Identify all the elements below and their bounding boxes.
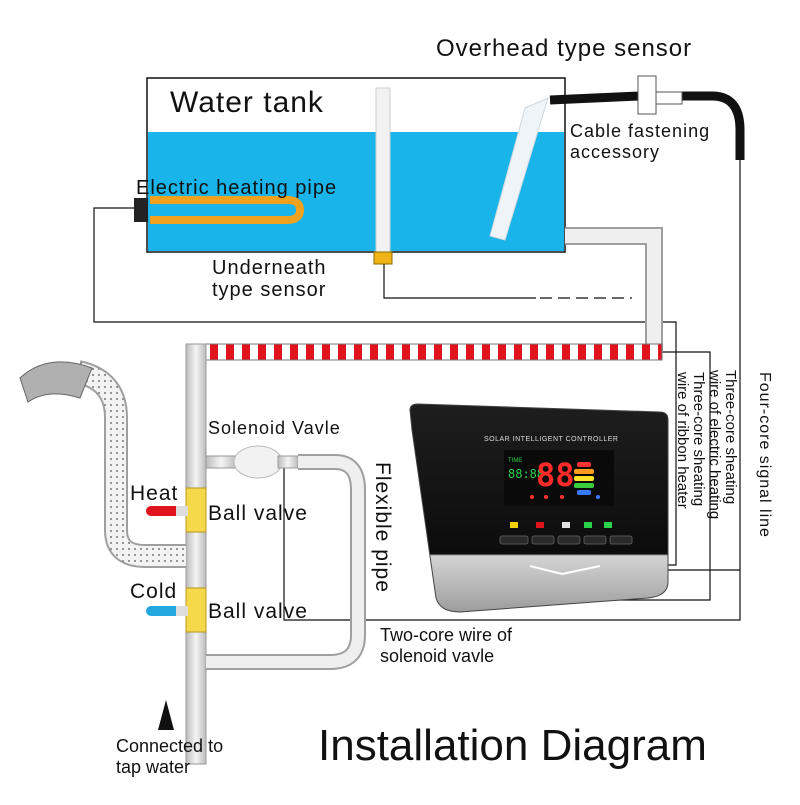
cold-ball-valve-label: Ball valve: [208, 600, 308, 623]
diagram-title: Installation Diagram: [318, 721, 707, 770]
indicator-icon: [544, 495, 548, 499]
water-tank-label: Water tank: [170, 86, 324, 119]
water-key-icon: [584, 522, 592, 528]
underneath-sensor-label-1: Underneath: [212, 257, 327, 279]
cold-label: Cold: [130, 580, 177, 603]
controller-display: [504, 450, 614, 506]
solenoid-inlet: [205, 455, 237, 469]
three-core-heating-label-2: wire of electric heating: [706, 369, 723, 519]
hot-valve-stem: [176, 506, 188, 516]
underneath-sensor: Underneath type sensor: [212, 87, 393, 301]
hot-ball-valve-label: Ball valve: [208, 502, 308, 525]
heating-plug: [134, 198, 148, 222]
flexible-pipe: [206, 456, 364, 668]
outlet-pipe-inner: [565, 229, 661, 352]
sensor-cable: [549, 91, 745, 160]
main-vertical-pipe: [185, 343, 207, 765]
display-time-label: TIME: [508, 458, 522, 464]
overhead-sensor: Overhead type sensor: [436, 35, 692, 241]
shower-hose: [75, 362, 186, 566]
two-core-label-2: solenoid vavle: [380, 646, 494, 666]
set-key-icon: [562, 522, 570, 528]
three-core-ribbon-label-1: Three-core sheating: [690, 372, 707, 506]
solenoid-valve: Solenoid Vavle: [205, 418, 341, 479]
hot-valve-body: [185, 487, 207, 533]
heating-element: [150, 196, 305, 224]
electric-heating-pipe: Electric heating pipe: [134, 177, 337, 224]
controller-button[interactable]: [557, 535, 581, 545]
indicator-icon: [596, 495, 600, 499]
fastener-body: [637, 75, 657, 115]
solenoid-body: [233, 445, 283, 479]
shower-head: [19, 360, 186, 568]
ribbon-heater: [195, 343, 663, 361]
indicator-icon: [530, 495, 534, 499]
solenoid-outlet: [277, 455, 299, 469]
two-core-label-1: Two-core wire of: [380, 625, 513, 645]
function-key-icon: [510, 522, 518, 528]
solar-controller: SOLAR INTELLIGENT CONTROLLER TIME 88:88 …: [409, 403, 669, 613]
flexible-pipe-outer: [206, 454, 366, 670]
gauge-bar: [574, 469, 594, 474]
three-core-ribbon-label-2: wire of ribbon heater: [674, 371, 691, 509]
gauge-bar: [577, 462, 591, 467]
ribbon-heater-pipe: [195, 343, 663, 361]
temp-key-icon: [604, 522, 612, 528]
cold-valve-body: [185, 587, 207, 633]
controller-button[interactable]: [583, 535, 607, 545]
cold-ball-valve: Cold Ball valve: [130, 580, 308, 623]
heat-label: Heat: [130, 482, 178, 505]
up-arrow-icon: [158, 700, 174, 730]
tank-level-gauge-icon: [574, 462, 594, 495]
shower-head-body: [19, 361, 93, 403]
heating-key-icon: [536, 522, 544, 528]
tap-water-label-2: tap water: [116, 757, 190, 777]
tap-water-indicator: Connected to tap water: [116, 700, 223, 777]
fastener-clip: [655, 91, 683, 105]
shower-hose-outer: [74, 360, 186, 568]
three-core-heating-label-1: Three-core sheating: [722, 370, 739, 504]
controller-buttons[interactable]: [499, 535, 633, 545]
display-time-readout: 88:88: [508, 467, 544, 481]
cable-fastener: [637, 75, 683, 115]
sensor-tip: [373, 251, 393, 265]
display-indicators: [530, 495, 600, 499]
controller-key-icons: [510, 522, 612, 528]
controller-button[interactable]: [609, 535, 633, 545]
cold-valve-stem: [176, 606, 188, 616]
underneath-sensor-wire: [383, 264, 536, 299]
indicator-icon: [560, 495, 564, 499]
outlet-pipe-outer: [565, 227, 663, 352]
gauge-bar: [574, 476, 594, 481]
gauge-bar: [577, 490, 591, 495]
outlet-pipe: [565, 227, 663, 352]
solenoid-valve-label: Solenoid Vavle: [208, 418, 341, 438]
vertical-pipe: [185, 343, 207, 765]
four-core-label: Four-core signal line: [756, 372, 773, 538]
controller-chevron: [529, 565, 601, 576]
flexible-pipe-label: Flexible pipe: [371, 462, 394, 593]
underneath-sensor-label-2: type sensor: [212, 279, 326, 301]
controller-button[interactable]: [531, 535, 555, 545]
gauge-bar: [574, 483, 594, 488]
solenoid-wire: [283, 460, 741, 621]
display-temperature-digits: 88: [536, 456, 575, 494]
overhead-sensor-label: Overhead type sensor: [436, 35, 692, 62]
tap-water-label-1: Connected to: [116, 736, 223, 756]
sensor-probe: [375, 87, 391, 257]
controller-brand: SOLAR INTELLIGENT CONTROLLER: [484, 436, 618, 443]
controller-button[interactable]: [499, 535, 529, 545]
cable-fastening-label-1: Cable fastening: [570, 121, 710, 141]
cable-fastening-label-2: accessory: [570, 142, 660, 162]
overhead-probe: [489, 97, 549, 241]
electric-heating-pipe-label: Electric heating pipe: [136, 177, 337, 199]
hot-ball-valve: Heat Ball valve: [130, 482, 308, 525]
